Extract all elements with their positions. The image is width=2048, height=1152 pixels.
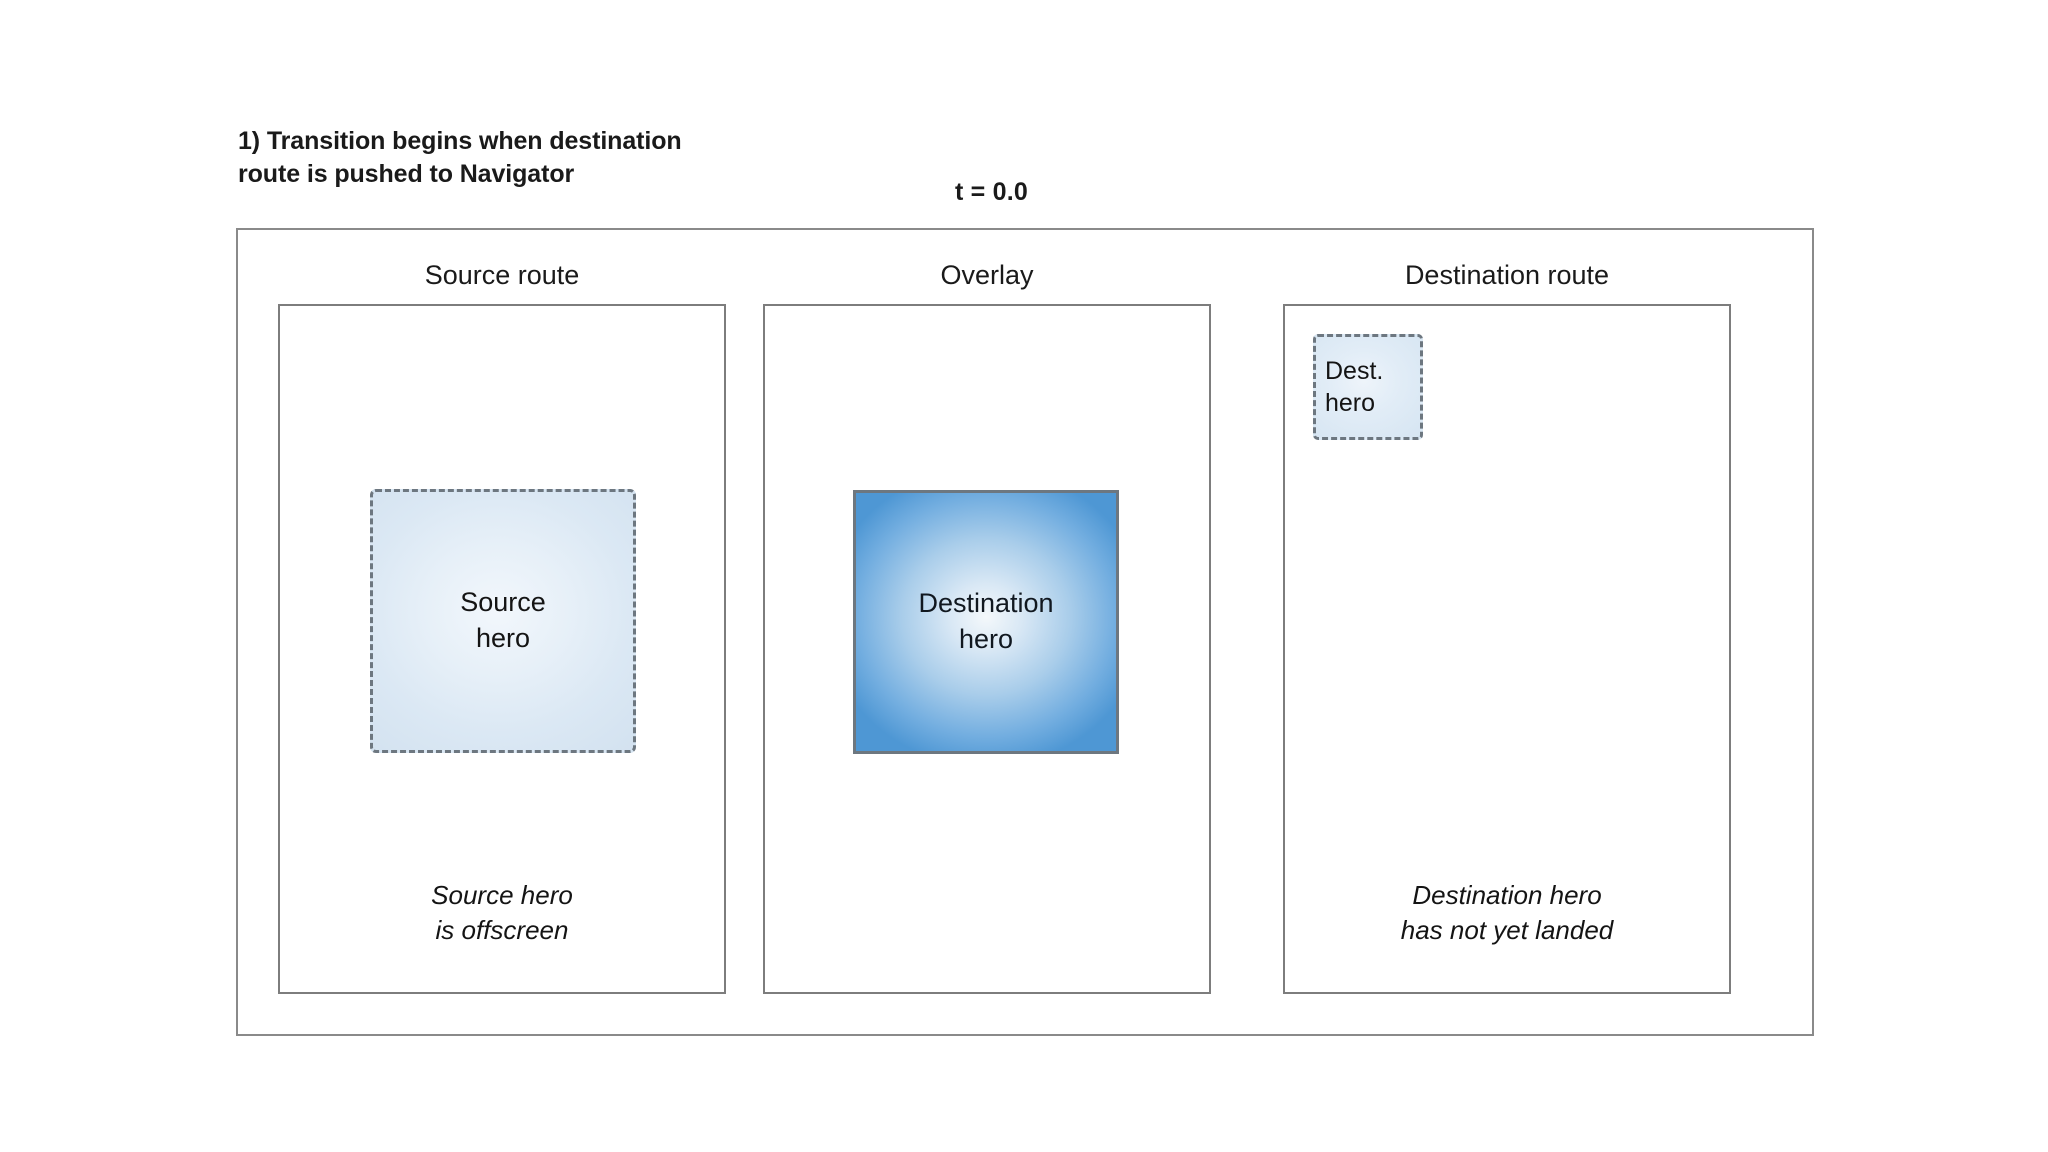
destination-hero-box: Dest. hero [1313, 334, 1423, 440]
panel-overlay: Destination hero [763, 304, 1211, 994]
overlay-hero-box: Destination hero [853, 490, 1119, 754]
source-hero-label-line-2: hero [475, 623, 531, 653]
source-route-caption: Source hero is offscreen [280, 878, 724, 948]
column-header-destination-route: Destination route [1404, 260, 1610, 290]
figure-title-line-2: route is pushed to Navigator [238, 160, 575, 188]
destination-route-caption-line-2: has not yet landed [1400, 914, 1614, 945]
source-hero-label-line-1: Source [460, 587, 546, 618]
source-hero-box: Source hero [370, 489, 636, 753]
destination-hero-label-line-1: Dest. [1325, 356, 1384, 385]
source-route-caption-line-2: is offscreen [435, 914, 569, 945]
panel-destination-route: Dest. hero Destination hero has not yet … [1283, 304, 1731, 994]
figure-title: 1) Transition begins when destination ro… [238, 125, 878, 191]
destination-route-caption: Destination hero has not yet landed [1285, 878, 1729, 948]
overlay-hero-label-line-2: hero [958, 624, 1014, 654]
overlay-hero-label-line-1: Destination [918, 588, 1054, 619]
column-header-source-route: Source route [424, 260, 580, 290]
destination-hero-label-line-2: hero [1325, 389, 1376, 417]
diagram-frame: Source route Source hero Source hero is … [236, 228, 1814, 1036]
source-route-caption-line-1: Source hero [431, 879, 573, 910]
panel-source-route: Source hero Source hero is offscreen [278, 304, 726, 994]
column-header-overlay: Overlay [940, 260, 1034, 290]
time-label: t = 0.0 [955, 178, 1028, 206]
figure-title-line-1: 1) Transition begins when destination [238, 127, 682, 155]
destination-route-caption-line-1: Destination hero [1412, 879, 1602, 910]
